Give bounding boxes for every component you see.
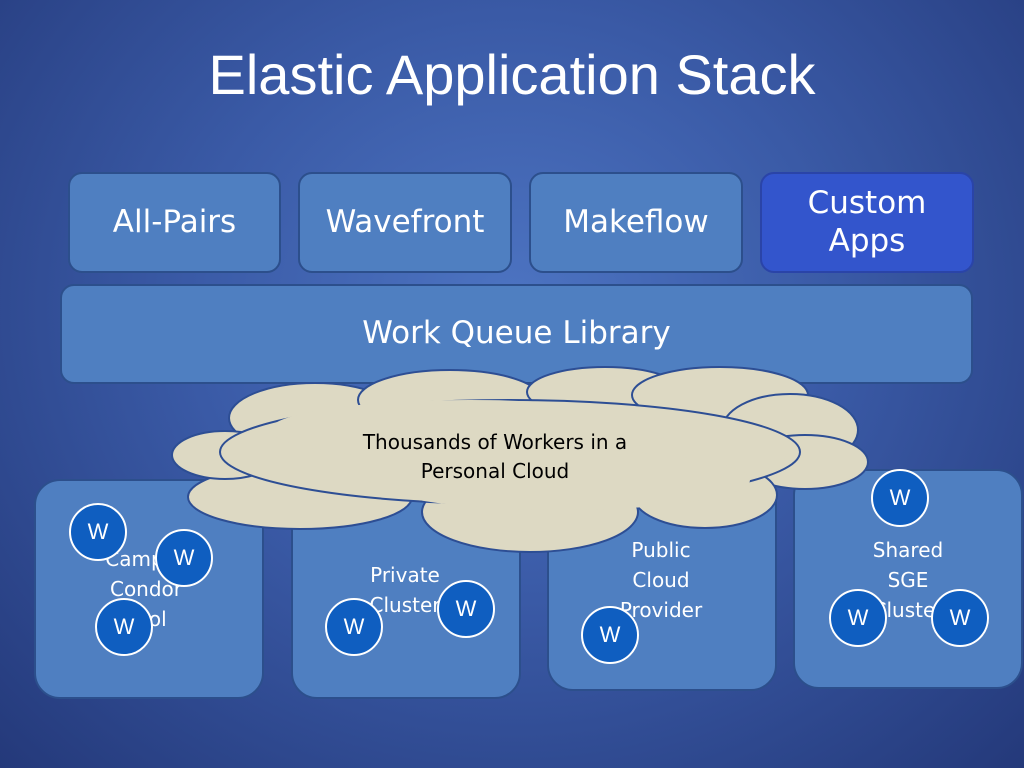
app-box-wavefront: Wavefront — [298, 172, 512, 273]
slide-title: Elastic Application Stack — [208, 43, 816, 106]
app-box-custom-apps: Custom Apps — [760, 172, 974, 273]
worker-node: W — [581, 606, 639, 664]
app-box-all-pairs: All-Pairs — [68, 172, 281, 273]
app-label: Custom Apps — [807, 185, 927, 259]
app-label: Makeflow — [563, 203, 709, 240]
pool-label-private: Private Cluster — [369, 563, 441, 617]
worker-node: W — [871, 469, 929, 527]
worker-node: W — [829, 589, 887, 647]
work-queue-library-bar: Work Queue Library — [60, 284, 973, 384]
worker-node: W — [325, 598, 383, 656]
worker-node: W — [69, 503, 127, 561]
app-box-makeflow: Makeflow — [529, 172, 743, 273]
cloud-label: Thousands of Workers in a Personal Cloud — [362, 430, 628, 483]
app-label: Wavefront — [325, 203, 485, 240]
worker-node: W — [437, 580, 495, 638]
library-label: Work Queue Library — [362, 315, 671, 352]
app-label: All-Pairs — [112, 203, 237, 240]
worker-node: W — [95, 598, 153, 656]
worker-node: W — [155, 529, 213, 587]
worker-node: W — [931, 589, 989, 647]
